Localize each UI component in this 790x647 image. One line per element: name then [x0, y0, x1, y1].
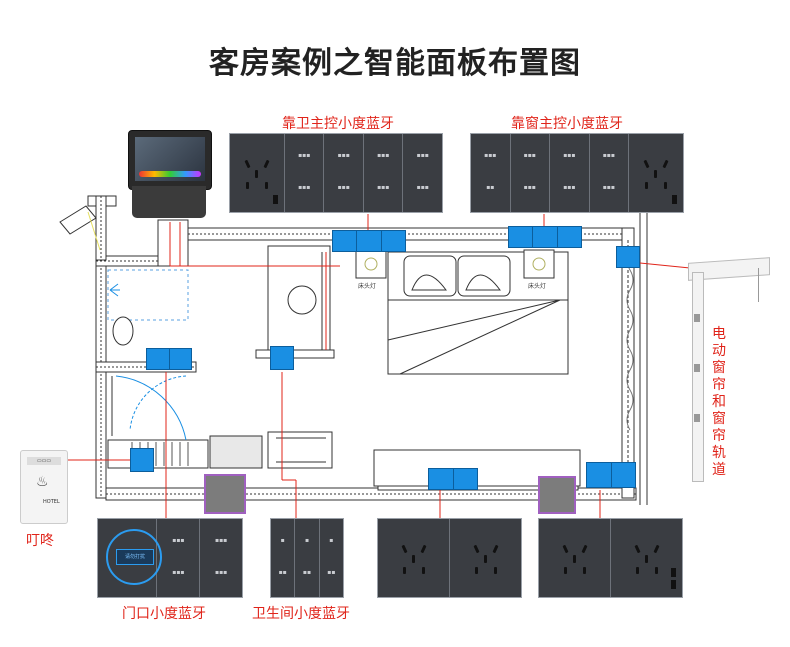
doorbell-label: 叮咚 — [26, 533, 54, 549]
right-node — [586, 462, 636, 488]
socket-icon — [641, 156, 671, 190]
entry-node — [130, 448, 154, 472]
socket-icon — [471, 541, 501, 575]
lamp-right-label: 床头灯 — [528, 282, 546, 290]
bed-panel: ▪▪▪▪▪▪ ▪▪▪▪▪▪ ▪▪▪▪▪▪ ▪▪▪▪▪▪ — [229, 133, 443, 213]
doorbell-brand: HOTEL — [43, 499, 60, 505]
socket-5hole — [230, 134, 285, 212]
closet-node — [270, 346, 294, 370]
switch-key: ▪▪▪▪▪▪ — [215, 537, 228, 576]
bell-icon: ♨ — [36, 474, 49, 490]
page-title: 客房案例之智能面板布置图 — [209, 46, 581, 81]
switch-key: ▪▪▪▪▪▪ — [550, 134, 590, 212]
usb-icon — [671, 195, 677, 204]
window-node — [508, 226, 582, 248]
socket-icon — [399, 541, 429, 575]
card-reader: 请勿打扰 — [98, 519, 162, 597]
tv-node — [428, 468, 478, 490]
socket-node-right — [538, 476, 576, 514]
switch-key: ▪▪▪ — [327, 537, 336, 576]
door-panel-label: 门口小度蓝牙 — [122, 606, 206, 622]
switch-key: ▪▪▪▪▪▪ — [285, 134, 325, 212]
smart-speaker — [126, 130, 212, 220]
window-panel: ▪▪▪▪▪ ▪▪▪▪▪▪ ▪▪▪▪▪▪ ▪▪▪▪▪▪ — [470, 133, 684, 213]
switch-key: ▪▪▪▪▪▪ — [364, 134, 404, 212]
socket-5hole — [629, 134, 683, 212]
bath-door-node — [146, 348, 192, 370]
bed-node — [332, 230, 406, 252]
switch-key: ▪▪▪▪▪▪ — [157, 519, 201, 597]
socket-icon — [242, 156, 272, 190]
doorbell-label-plate: ▭▭▭ — [27, 457, 61, 465]
usb-icon — [272, 195, 278, 204]
switch-key: ▪▪▪▪▪ — [471, 134, 511, 212]
bath-panel-label: 卫生间小度蓝牙 — [252, 606, 350, 622]
socket-5hole — [378, 519, 450, 597]
socket-node-left — [204, 474, 246, 514]
lamp-left-label: 床头灯 — [358, 282, 376, 290]
dnd-display: 请勿打扰 — [116, 549, 154, 565]
bed-panel-label: 靠卫主控小度蓝牙 — [282, 116, 394, 132]
window-panel-label: 靠窗主控小度蓝牙 — [511, 116, 623, 132]
curtain-label: 电动窗帘和窗帘轨道 — [712, 326, 726, 478]
bath-panel: ▪▪▪ ▪▪▪ ▪▪▪ — [270, 518, 344, 598]
socket-5hole — [450, 519, 521, 597]
switch-key: ▪▪▪ — [295, 519, 320, 597]
tv-socket-panel — [377, 518, 522, 598]
switch-key: ▪▪▪▪▪▪ — [324, 134, 364, 212]
usb-icon — [671, 568, 676, 577]
desk-socket-panel — [538, 518, 683, 598]
switch-key: ▪▪▪▪▪▪ — [416, 152, 429, 191]
socket-icon — [632, 541, 662, 575]
door-panel: 请勿打扰 ▪▪▪▪▪▪ ▪▪▪▪▪▪ — [97, 518, 243, 598]
switch-key: ▪▪▪▪▪▪ — [590, 134, 630, 212]
curtain-node — [616, 246, 640, 268]
socket-icon — [560, 541, 590, 575]
socket-5hole-usb — [611, 519, 682, 597]
socket-5hole — [539, 519, 611, 597]
switch-key: ▪▪▪▪▪▪ — [511, 134, 551, 212]
usb-icon — [671, 580, 676, 589]
doorbell: ▭▭▭ ♨ HOTEL — [20, 450, 68, 524]
curtain-track — [688, 254, 778, 484]
switch-key: ▪▪▪ — [271, 519, 296, 597]
